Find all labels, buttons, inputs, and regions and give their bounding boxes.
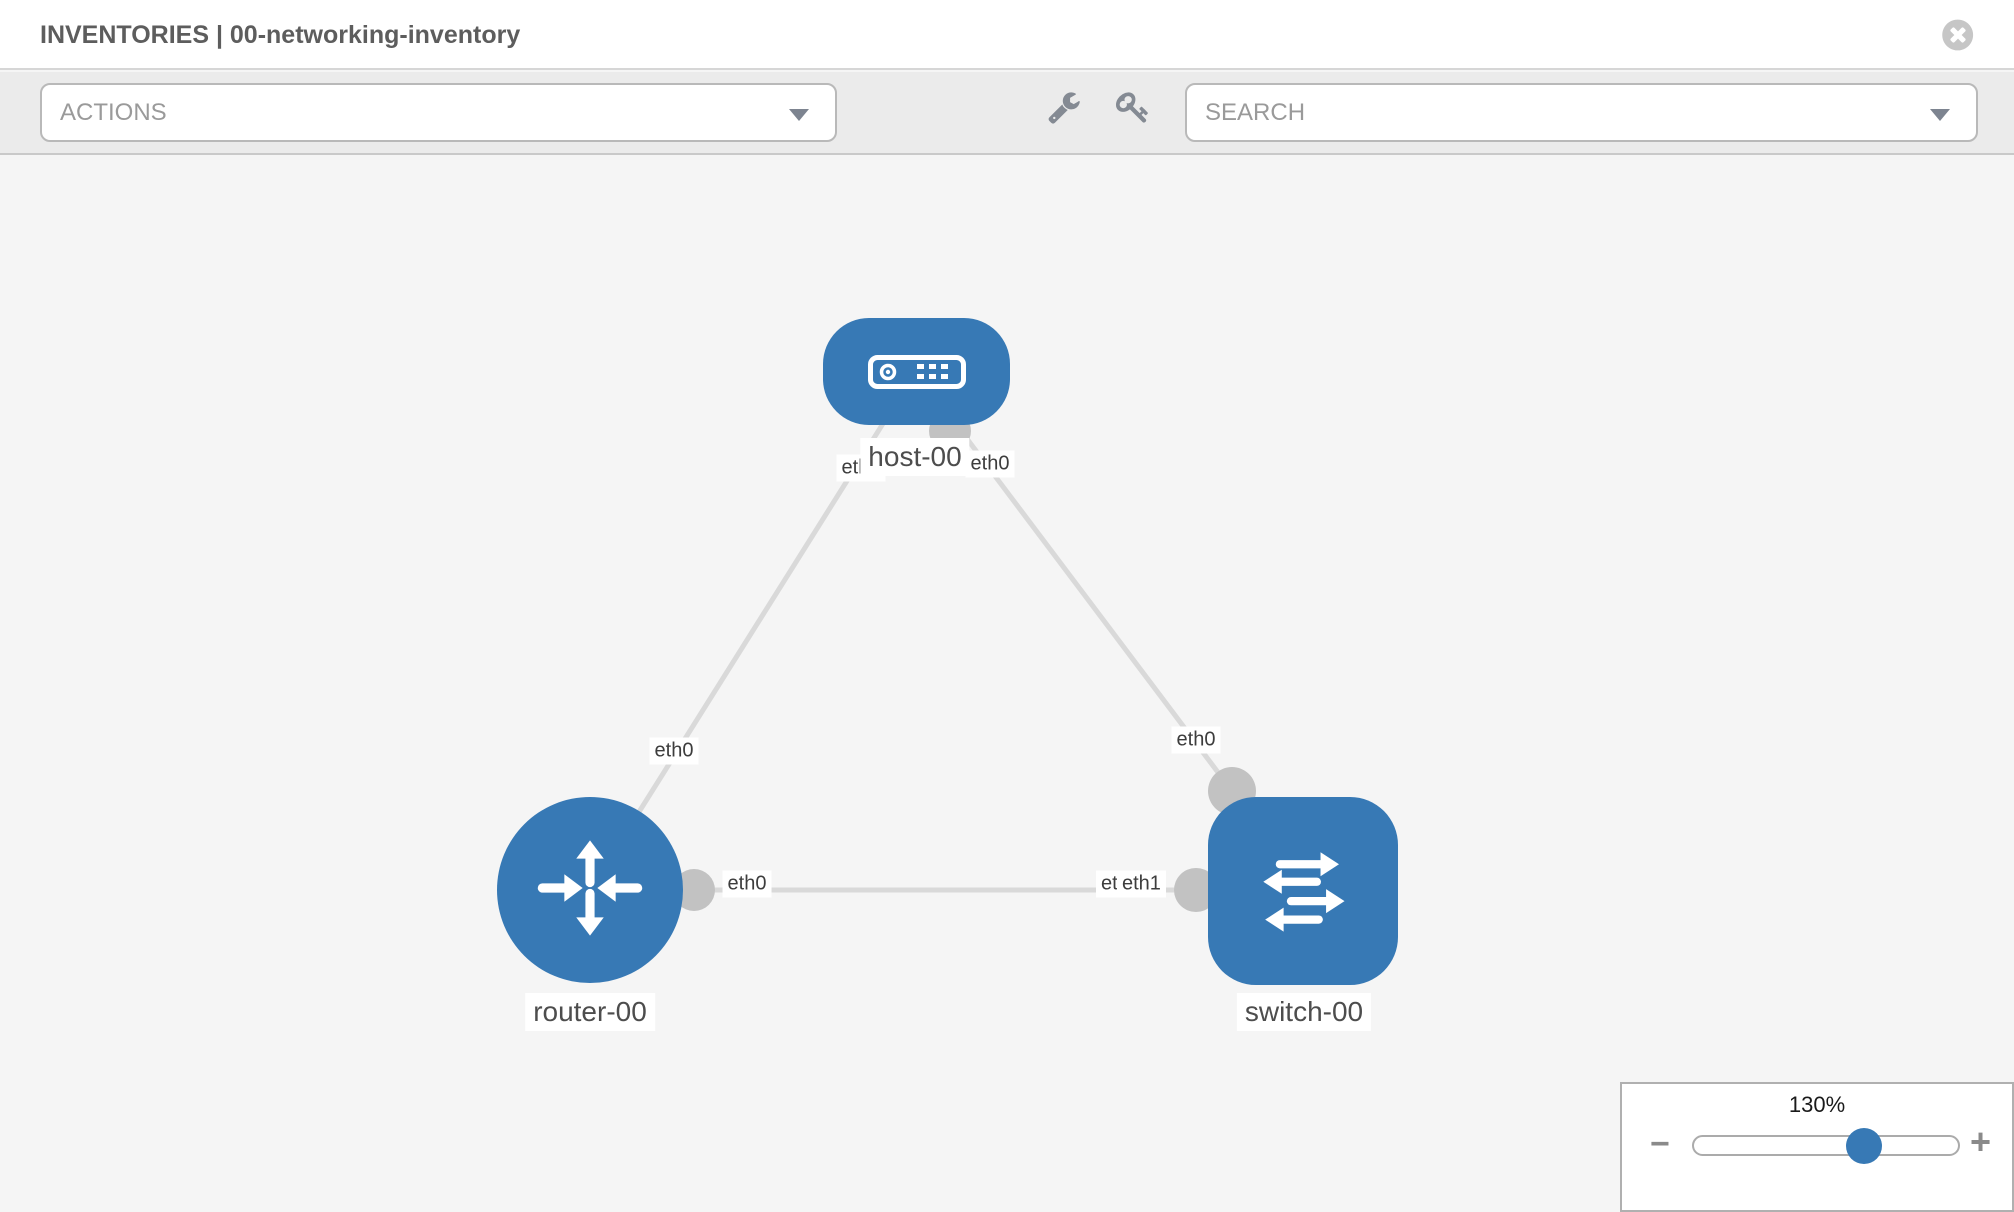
topology-canvas[interactable]	[0, 157, 2014, 1200]
actions-dropdown[interactable]: ACTIONS	[40, 83, 837, 142]
wrench-icon[interactable]	[1047, 90, 1081, 124]
chevron-down-icon	[1930, 109, 1950, 121]
zoom-percentage: 130%	[1788, 1092, 1846, 1117]
search-dropdown-label: SEARCH	[1205, 99, 1306, 126]
router-icon	[537, 840, 643, 936]
chevron-down-icon	[789, 109, 809, 121]
search-dropdown[interactable]: SEARCH	[1185, 83, 1978, 142]
host-icon	[868, 355, 966, 389]
interface-connector-switch-left[interactable]	[1174, 868, 1218, 912]
node-label-switch: switch-00	[1236, 993, 1372, 1031]
zoom-slider-track[interactable]	[1692, 1135, 1960, 1156]
zoom-out-button[interactable]: −	[1650, 1125, 1670, 1163]
zoom-in-button[interactable]: +	[1970, 1121, 1992, 1162]
zoom-control-panel: 130% − +	[1620, 1082, 2014, 1212]
page-title: INVENTORIES | 00-networking-inventory	[40, 21, 521, 49]
interface-label-switch-eth1: eth1	[1117, 870, 1166, 898]
interface-label-link-host-switch: eth0	[1171, 726, 1221, 754]
interface-label-link-host-router: eth0	[649, 737, 699, 765]
interface-connector-router[interactable]	[673, 869, 715, 911]
node-host-00[interactable]	[823, 318, 1010, 425]
key-icon[interactable]	[1116, 90, 1150, 124]
zoom-slider-thumb[interactable]	[1846, 1128, 1882, 1164]
switch-icon	[1263, 852, 1345, 932]
node-router-00[interactable]	[497, 797, 683, 983]
panel-header: INVENTORIES | 00-networking-inventory	[0, 0, 2014, 70]
node-switch-00[interactable]	[1208, 797, 1398, 985]
node-label-router: router-00	[525, 993, 655, 1031]
interface-label-host-right: eth0	[965, 450, 1015, 478]
toolbar: ACTIONS SEARCH	[0, 72, 2014, 155]
node-label-host: host-00	[860, 438, 970, 476]
close-icon[interactable]	[1940, 17, 1976, 53]
actions-dropdown-label: ACTIONS	[60, 99, 167, 126]
interface-label-router-right: eth0	[722, 870, 772, 898]
